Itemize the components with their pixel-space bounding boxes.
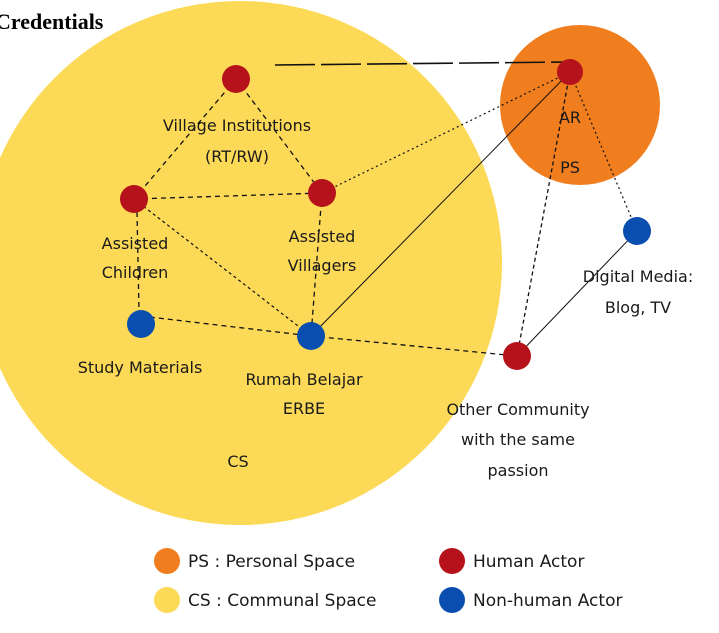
node-other-community	[503, 342, 531, 370]
node-village-institutions	[222, 65, 250, 93]
node-assisted-villagers	[308, 179, 336, 207]
label-communal-space: CS	[227, 452, 248, 471]
edge-villagers-rumah	[310, 192, 323, 337]
label-other-community-3: passion	[487, 461, 548, 480]
legend-human-actor-label: Human Actor	[473, 552, 584, 572]
label-other-community-2: with the same	[461, 430, 575, 449]
node-study-materials	[127, 310, 155, 338]
label-rumah-belajar-1: Rumah Belajar	[245, 370, 362, 389]
edge-study-rumah	[140, 315, 312, 337]
edge-village-villagers	[235, 78, 323, 194]
legend-non-human-actor-label: Non-human Actor	[473, 591, 622, 611]
label-other-community-1: Other Community	[446, 400, 589, 419]
edge-children-study	[136, 211, 140, 313]
nodes	[120, 59, 651, 370]
label-assisted-villagers-2: Villagers	[288, 256, 357, 275]
legend-communal-space-swatch	[154, 587, 180, 613]
label-digital-media-2: Blog, TV	[605, 298, 671, 317]
edge-village-ar	[274, 61, 571, 66]
header-text: Credentials	[0, 9, 104, 34]
legend-non-human-actor-swatch	[439, 587, 465, 613]
personal-space-circle	[500, 25, 660, 185]
label-digital-media-1: Digital Media:	[583, 267, 693, 286]
label-village-institutions-2: (RT/RW)	[205, 147, 269, 166]
edges	[133, 61, 638, 357]
label-ar: AR	[559, 108, 581, 127]
edge-villagers-ar	[321, 71, 571, 194]
legend-communal-space-label: CS : Communal Space	[188, 591, 377, 611]
node-labels: Village Institutions (RT/RW) Assisted Ch…	[78, 108, 694, 480]
legend-human-actor-swatch	[439, 548, 465, 574]
edge-rumah-ar	[310, 71, 571, 337]
node-digital-media	[623, 217, 651, 245]
label-assisted-villagers-1: Assisted	[289, 227, 356, 246]
legend-personal-space-label: PS : Personal Space	[188, 552, 355, 572]
edge-children-villagers	[133, 192, 323, 200]
label-rumah-belajar-2: ERBE	[283, 399, 325, 418]
communal-space-circle	[0, 1, 502, 525]
label-assisted-children-2: Children	[102, 263, 169, 282]
label-personal-space: PS	[560, 158, 580, 177]
edge-ar-digital	[569, 71, 638, 232]
label-assisted-children-1: Assisted	[102, 234, 169, 253]
legend-personal-space-swatch	[154, 548, 180, 574]
edge-children-rumah	[133, 198, 312, 337]
node-assisted-children	[120, 185, 148, 213]
label-village-institutions-1: Village Institutions	[163, 116, 311, 135]
node-rumah-belajar	[297, 322, 325, 350]
edge-other-digital	[516, 230, 638, 357]
legend: PS : Personal Space Human Actor CS : Com…	[154, 548, 622, 613]
label-study-materials: Study Materials	[78, 358, 203, 377]
edge-ar-other	[516, 71, 571, 357]
edge-rumah-other	[310, 335, 518, 357]
node-ar	[557, 59, 583, 85]
